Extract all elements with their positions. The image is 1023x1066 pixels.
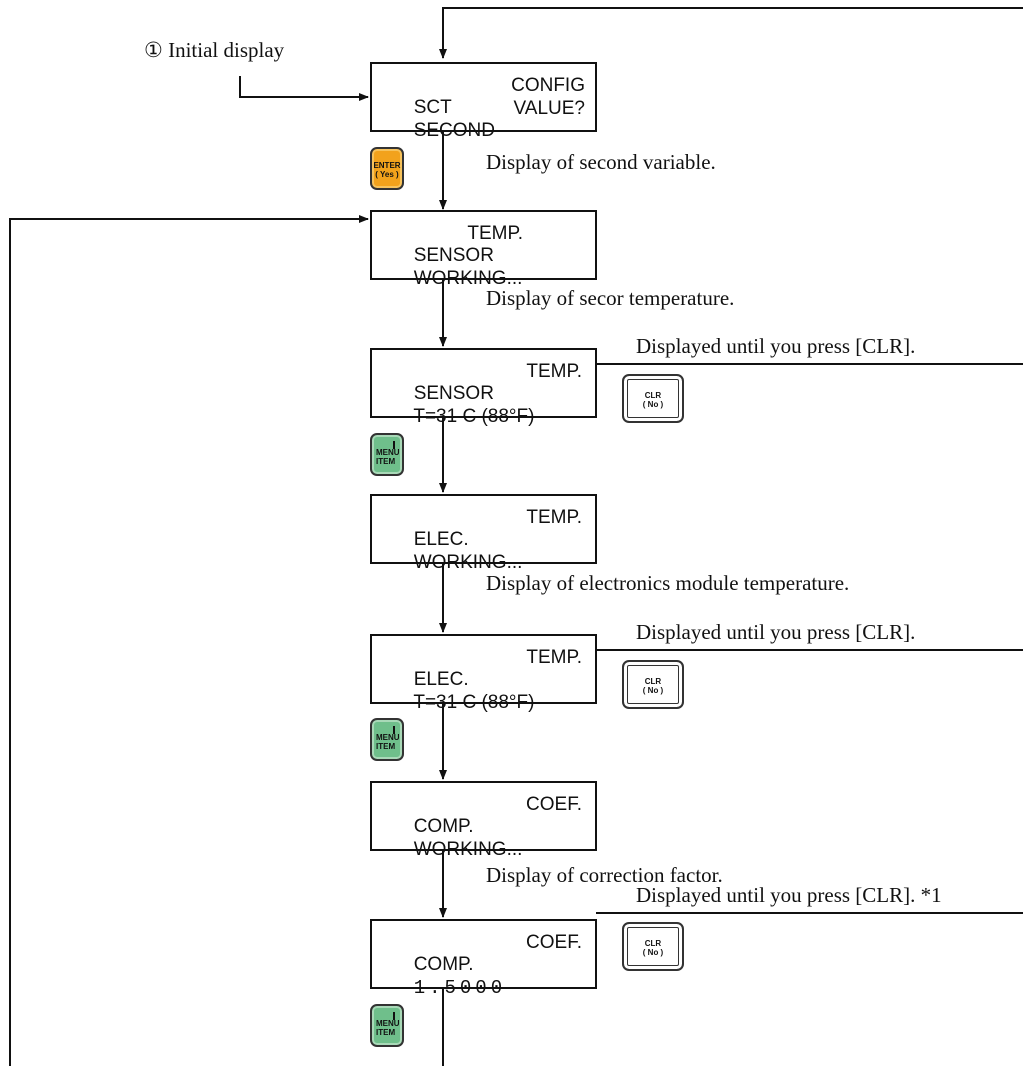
caption-correction: Display of correction factor.	[486, 863, 723, 887]
cursor-icon	[393, 726, 395, 734]
lcd-screen-sensor-working: SENSOR TEMP. WORKING...	[370, 210, 597, 289]
lcd-line-1: ELEC. TEMP.	[382, 507, 585, 550]
lcd-text: T=31 C (88°F)	[413, 692, 535, 713]
lcd-text: WORKING...	[413, 552, 523, 573]
lcd-text: SCT	[413, 97, 452, 118]
enter-key[interactable]: ENTER ( Yes )	[370, 147, 404, 190]
lcd-screen-comp-working: COMP. COEF. WORKING...	[370, 781, 597, 860]
key-label: CLR	[644, 939, 662, 948]
key-label: ITEM	[376, 1028, 396, 1037]
lcd-text: TEMP.	[526, 647, 582, 668]
lcd-text: TEMP.	[526, 507, 582, 528]
lcd-line-1: SCT CONFIG	[382, 75, 585, 118]
lcd-text: COMP.	[413, 954, 474, 975]
lcd-line-2: T=31 C (88°F)	[382, 384, 585, 427]
lcd-text: TEMP.	[526, 361, 582, 382]
key-label: CLR	[644, 391, 662, 400]
lcd-text: T=31 C (88°F)	[413, 406, 535, 427]
lcd-screen-sensor-value: SENSOR TEMP. T=31 C (88°F)	[370, 348, 597, 427]
clr-key[interactable]: CLR ( No )	[622, 660, 684, 709]
lcd-line-2: WORKING...	[382, 246, 585, 289]
key-label: ( No )	[642, 686, 664, 695]
lcd-screen-config: SCT CONFIG SECOND VALUE?	[370, 62, 597, 141]
key-label: ( Yes )	[375, 170, 399, 179]
key-label: ENTER	[373, 161, 401, 170]
lcd-line-2: T=31 C (88°F)	[382, 670, 585, 713]
lcd-screen-elec-working: ELEC. TEMP. WORKING...	[370, 494, 597, 573]
caption-until-clr: Displayed until you press [CLR].	[636, 620, 916, 644]
key-label: MENU	[376, 448, 400, 457]
cursor-icon	[393, 441, 395, 449]
lcd-text: TEMP.	[467, 223, 523, 244]
lcd-line-1: SENSOR TEMP.	[382, 223, 585, 266]
lcd-text: WORKING...	[413, 268, 523, 289]
menu-item-key[interactable]: MENU ITEM	[370, 1004, 404, 1047]
lcd-line-2: SECOND VALUE?	[382, 98, 585, 141]
menu-item-key[interactable]: MENU ITEM	[370, 433, 404, 476]
lcd-text: ELEC.	[413, 669, 469, 690]
initial-display-label: ① Initial display	[144, 38, 285, 62]
key-label: ( No )	[642, 948, 664, 957]
lcd-text: COEF.	[526, 794, 582, 815]
lcd-line-2: 1.5000	[382, 955, 585, 999]
key-label: ITEM	[376, 742, 396, 751]
lcd-text: WORKING...	[413, 839, 523, 860]
caption-until-clr: Displayed until you press [CLR]. *1	[636, 883, 942, 907]
clr-key[interactable]: CLR ( No )	[622, 922, 684, 971]
lcd-text: SECOND	[413, 120, 495, 141]
lcd-screen-elec-value: ELEC. TEMP. T=31 C (88°F)	[370, 634, 597, 713]
key-label: ITEM	[376, 457, 396, 466]
key-label: MENU	[376, 733, 400, 742]
lcd-line-2: WORKING...	[382, 530, 585, 573]
lcd-line-1: SENSOR TEMP.	[382, 361, 585, 404]
lcd-line-1: ELEC. TEMP.	[382, 647, 585, 690]
key-label: CLR	[644, 677, 662, 686]
lcd-screen-comp-value: COMP. COEF. 1.5000	[370, 919, 597, 999]
lcd-text: ELEC.	[413, 529, 469, 550]
menu-item-key[interactable]: MENU ITEM	[370, 718, 404, 761]
lcd-text: 1.5000	[413, 977, 507, 999]
key-label: MENU	[376, 1019, 400, 1028]
lcd-text: SENSOR	[413, 245, 494, 266]
lcd-text: CONFIG	[511, 75, 585, 96]
caption-second-variable: Display of second variable.	[486, 150, 716, 174]
lcd-line-2: WORKING...	[382, 817, 585, 860]
lcd-text: COMP.	[413, 816, 474, 837]
clr-key[interactable]: CLR ( No )	[622, 374, 684, 423]
caption-until-clr: Displayed until you press [CLR].	[636, 334, 916, 358]
key-label: ( No )	[642, 400, 664, 409]
lcd-line-1: COMP. COEF.	[382, 794, 585, 837]
lcd-line-1: COMP. COEF.	[382, 932, 585, 975]
lcd-text: COEF.	[526, 932, 582, 953]
cursor-icon	[393, 1012, 395, 1020]
lcd-text: SENSOR	[413, 383, 494, 404]
caption-sensor-temp: Display of secor temperature.	[486, 286, 735, 310]
caption-elec-temp: Display of electronics module temperatur…	[486, 571, 850, 595]
lcd-text: VALUE?	[513, 98, 585, 119]
